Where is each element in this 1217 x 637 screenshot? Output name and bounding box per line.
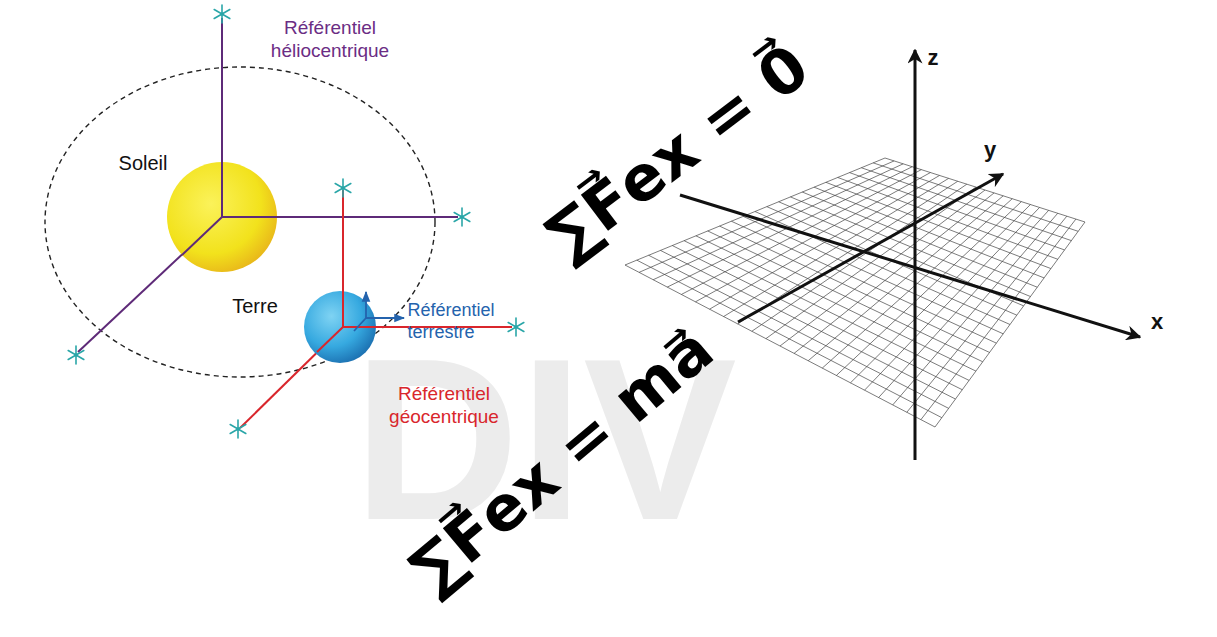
- heliocentric-axes: [78, 18, 458, 352]
- grid-line: [850, 173, 1065, 250]
- grid-line: [935, 222, 1085, 427]
- sun: [167, 162, 277, 272]
- grid-line: [921, 219, 1076, 420]
- body-label: Terre: [232, 294, 278, 318]
- grid-line: [836, 202, 1021, 376]
- grid-line: [873, 163, 1078, 231]
- axis-label: x: [1151, 309, 1163, 335]
- frame-label: Référentiel terrestre: [408, 300, 533, 343]
- equation: ∑F⃗ex = 0⃗: [533, 30, 823, 274]
- frame-label: Référentiel géocentrique: [354, 383, 534, 429]
- grid-line: [907, 216, 1067, 412]
- grid-line: [893, 213, 1058, 405]
- grid-line: [802, 192, 1037, 287]
- axis-label: y: [984, 137, 996, 163]
- grid-line: [814, 187, 1044, 278]
- grid-line: [879, 210, 1049, 397]
- grid-line: [861, 168, 1071, 241]
- grid-line: [822, 199, 1012, 368]
- axis-label: z: [928, 45, 939, 71]
- body-label: Soleil: [119, 151, 168, 175]
- frame-label: Référentiel héliocentrique: [240, 17, 420, 63]
- grid-line: [808, 196, 1003, 361]
- grid-line: [780, 190, 985, 346]
